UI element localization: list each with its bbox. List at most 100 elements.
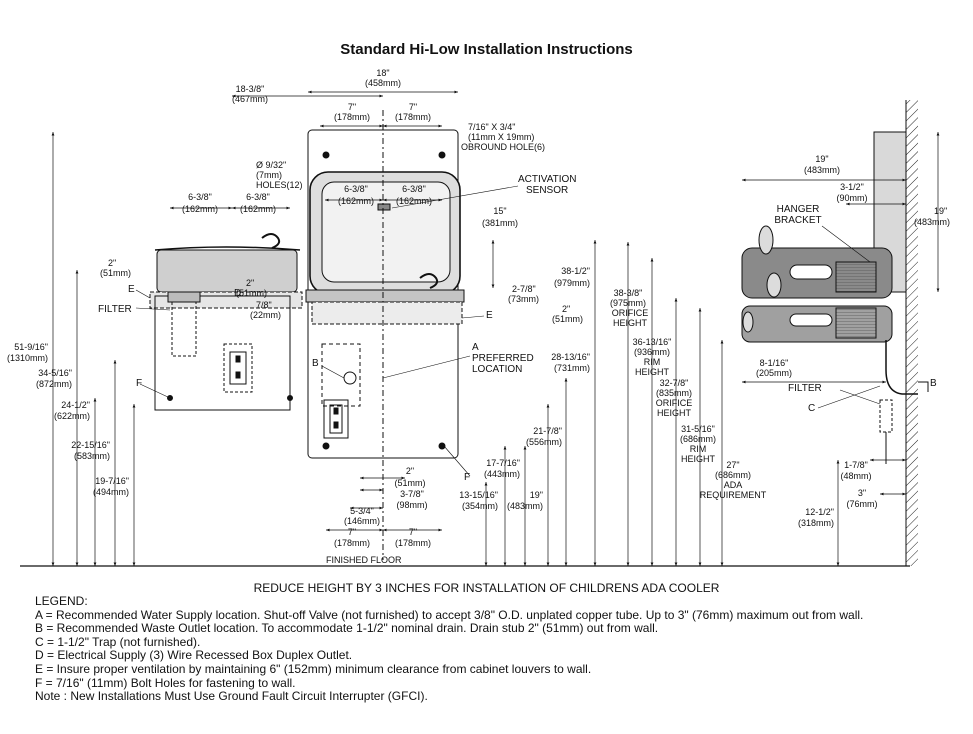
waste-outlet-area [321, 343, 361, 407]
dim-19-wall: 19" [934, 206, 947, 216]
low-side-louver [835, 307, 877, 339]
dimension-texts: 18" (458mm) 18-3/8" (467mm) 7" (178mm) 7… [7, 68, 950, 565]
activation-sensor-icon [377, 203, 391, 211]
dim-2-c-mm: (51mm) [552, 314, 583, 324]
filter-label-side: FILTER [788, 383, 822, 394]
p-trap [885, 340, 918, 395]
dim-7-c: 7" [348, 527, 356, 537]
dim-5-34-mm: (146mm) [344, 516, 380, 526]
dim-19-side: 19" [815, 154, 828, 164]
electrical-box [223, 343, 253, 393]
activation-label: ACTIVATION [518, 174, 577, 185]
hanger-label: HANGER [777, 204, 820, 215]
high-unit-front-view [305, 110, 465, 560]
dim-38-38-mm: (975mm) [610, 298, 646, 308]
dim-2-b: 2" [246, 278, 254, 288]
requirement-label: REQUIREMENT [700, 490, 767, 500]
rim-label-2: RIM [690, 444, 707, 454]
dim-21-78: 21-7/8" [533, 426, 562, 436]
dim-7-b-mm: (178mm) [395, 112, 431, 122]
label-d: D [234, 288, 241, 299]
preferred-label: PREFERRED [472, 353, 534, 364]
high-electrical-box [323, 399, 349, 439]
dim-8-116-mm: (205mm) [756, 368, 792, 378]
side-view [741, 100, 929, 566]
label-f-right: F [464, 472, 470, 483]
dim-19-716: 19-7/16" [95, 476, 129, 486]
dim-24-12-mm: (622mm) [54, 411, 90, 421]
height-label-1: HEIGHT [613, 318, 648, 328]
holes-1: Ø 9/32" [256, 160, 286, 170]
dim-2-a: 2" [108, 258, 116, 268]
dim-7-a: 7" [348, 102, 356, 112]
label-c: C [808, 403, 815, 414]
dim-7-8-mm: (22mm) [250, 310, 281, 320]
waste-outlet-B [343, 371, 357, 385]
dim-6-38-b-mm: (162mm) [240, 204, 276, 214]
obround-3: OBROUND HOLE(6) [461, 142, 545, 152]
dim-2-d-mm: (51mm) [395, 478, 426, 488]
height-label-2: HEIGHT [635, 367, 670, 377]
dim-34-516-mm: (872mm) [36, 379, 72, 389]
dim-38-38: 38-3/8" [614, 288, 643, 298]
high-side-louver [835, 261, 877, 293]
dim-27-mm: (686mm) [715, 470, 751, 480]
dim-6-38-a-mm: (162mm) [182, 204, 218, 214]
orifice-label-1: ORIFICE [612, 308, 649, 318]
dim-32-78-mm: (835mm) [656, 388, 692, 398]
dim-38-12: 38-1/2" [561, 266, 590, 276]
dim-7-d-mm: (178mm) [395, 538, 431, 548]
dim-19-mm: (483mm) [507, 501, 543, 511]
dim-3: 3" [858, 488, 866, 498]
dim-2-c: 2" [562, 304, 570, 314]
dim-3-78-mm: (98mm) [397, 500, 428, 510]
legend-heading: LEGEND: [35, 594, 88, 608]
dim-7-b: 7" [409, 102, 417, 112]
legend-item-e: E = Insure proper ventilation by maintai… [35, 661, 592, 676]
legend-item-f: F = 7/16" (11mm) Bolt Holes for fastenin… [35, 675, 296, 690]
dim-21-78-mm: (556mm) [526, 437, 562, 447]
dim-17-716-mm: (443mm) [484, 469, 520, 479]
dim-12-12-mm: (318mm) [798, 518, 834, 528]
dim-2-78: 2-7/8" [512, 284, 536, 294]
legend-item-c: C = 1-1/2" Trap (not furnished). [35, 634, 201, 649]
dim-18: 18" [376, 68, 389, 78]
dim-7-a-mm: (178mm) [334, 112, 370, 122]
dim-18-38-mm: (467mm) [232, 94, 268, 104]
dim-19-wall-mm: (483mm) [914, 217, 950, 227]
dim-27: 27" [726, 460, 739, 470]
high-bubbler-icon [419, 273, 439, 289]
filter-head [167, 291, 201, 303]
legend-note: Note : New Installations Must Use Ground… [35, 689, 428, 704]
filter-label: FILTER [98, 304, 132, 315]
dim-19: 19" [530, 490, 543, 500]
dim-18-mm: (458mm) [365, 78, 401, 88]
dim-19-716-mm: (494mm) [93, 487, 129, 497]
dim-13-1516-mm: (354mm) [462, 501, 498, 511]
dimension-lines [51, 90, 940, 566]
dim-15-mm: (381mm) [482, 218, 518, 228]
dim-22-1516: 22-15/16" [71, 440, 110, 450]
sensor-label: SENSOR [526, 185, 568, 196]
leader-lines [135, 185, 881, 477]
dim-28-1316-mm: (731mm) [554, 363, 590, 373]
high-cabinet-louvers [311, 301, 463, 325]
dim-17-716: 17-7/16" [486, 458, 520, 468]
dim-2-a-mm: (51mm) [100, 268, 131, 278]
low-bubbler-icon [261, 233, 281, 249]
dim-36-1316-mm: (936mm) [634, 347, 670, 357]
wall-hatch [906, 100, 918, 566]
dim-6-38-c: 6-3/8" [344, 184, 368, 194]
page-title: Standard Hi-Low Installation Instruction… [340, 41, 633, 58]
location-label: LOCATION [472, 364, 522, 375]
legend-item-d: D = Electrical Supply (3) Wire Recessed … [35, 648, 353, 663]
dim-24-12: 24-1/2" [61, 400, 90, 410]
label-b: B [312, 358, 319, 369]
label-b-side: B [930, 378, 937, 389]
dim-51-916: 51-9/16" [14, 342, 48, 352]
dim-31-516-mm: (686mm) [680, 434, 716, 444]
dim-51-916-mm: (1310mm) [7, 353, 48, 363]
dim-6-38-a: 6-3/8" [188, 192, 212, 202]
dim-2-78-mm: (73mm) [508, 294, 539, 304]
